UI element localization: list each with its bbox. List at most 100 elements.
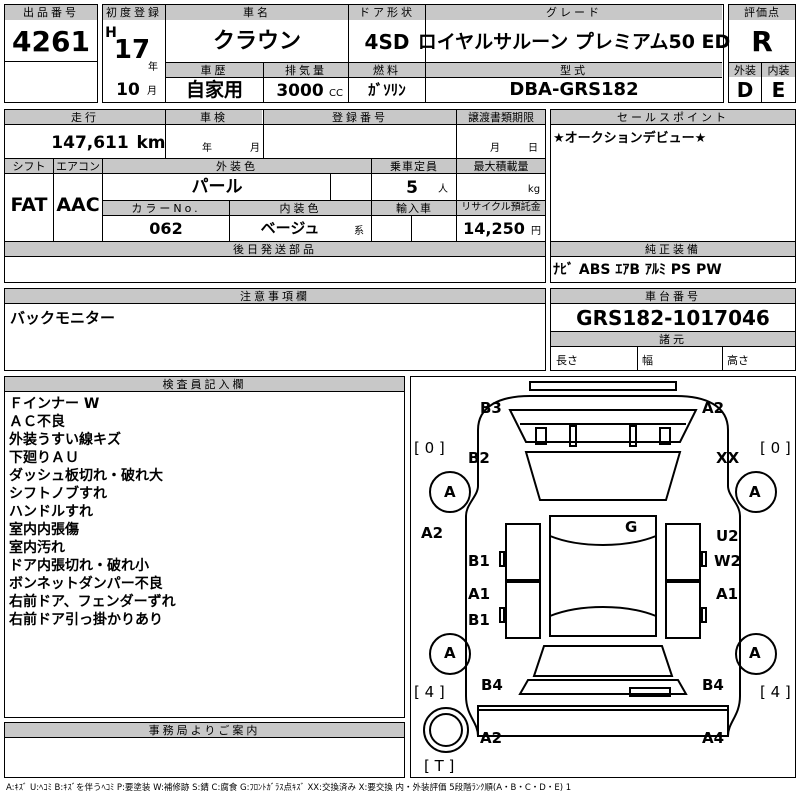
colorno-label: カラーNo. [103, 201, 229, 215]
caution-label: 注意事項欄 [5, 289, 545, 303]
dmg-b1-upper: B1 [468, 552, 490, 570]
wheel-rear-left [429, 633, 471, 675]
inspector-line: 室内内張傷 [9, 522, 79, 538]
length-label: 長さ [556, 353, 578, 367]
equip-label: 純正装備 [551, 242, 795, 256]
mileage-label: 走行 [5, 110, 165, 124]
history-label: 車歴 [166, 63, 263, 77]
bracket-spare: [ T ] [424, 757, 455, 775]
rear-bumper [477, 709, 729, 737]
inspector-line: ハンドルすれ [9, 504, 93, 520]
dmg-wheel-rr: A [749, 644, 761, 662]
roof [549, 515, 657, 637]
inspector-notes: Ｆインナー W ＡＣ不良 外装うすい線キズ 下廻りＡＵ ダッシュ板切れ・破れ大 … [9, 395, 399, 629]
inspector-line: ダッシュ板切れ・破れ大 [9, 468, 163, 484]
intcolor-unit: 系 [354, 226, 364, 237]
later-label: 後日発送部品 [5, 242, 545, 256]
car-diagram [423, 381, 777, 753]
model-value: DBA-GRS182 [509, 79, 639, 100]
dmg-a4: A4 [702, 729, 725, 747]
main-header-box [102, 4, 724, 103]
cc-label: 排気量 [264, 63, 348, 77]
int-label: 内装 [762, 63, 795, 77]
inspector-line: Ｆインナー W [9, 396, 100, 412]
caution-box [4, 288, 546, 371]
front-door-right [665, 523, 701, 581]
import-label: 輸入車 [372, 201, 456, 215]
bracket-top-right: [ 0 ] [760, 439, 791, 457]
recycle-unit: 円 [531, 226, 541, 237]
dmg-g: G [625, 518, 638, 536]
sales-label: セールスポイント [551, 110, 795, 124]
inspector-line: 外装うすい線キズ [9, 432, 121, 448]
inspector-line: ボンネットダンパー不良 [9, 576, 163, 592]
inspector-line: ＡＣ不良 [9, 414, 65, 430]
ac-value: AAC [56, 193, 100, 216]
dmg-b3: B3 [480, 399, 502, 417]
transfer-month-unit: 月 [490, 143, 500, 154]
wheel-rear-right [735, 633, 777, 675]
hood [508, 409, 698, 443]
grade-label: グレード [426, 5, 722, 20]
inspector-box [4, 376, 405, 718]
bracket-bottom-left: [ 4 ] [414, 683, 445, 701]
office-box [4, 722, 405, 778]
trunk [518, 679, 688, 695]
inspector-line: シフトノブすれ [9, 486, 107, 502]
header-section [4, 4, 796, 104]
transfer-day-unit: 日 [528, 143, 538, 154]
intcolor-label: 内装色 [230, 201, 371, 215]
color-label: 外装色 [103, 159, 371, 173]
car-body-outline [465, 395, 741, 737]
dmg-b1-lower: B1 [468, 611, 490, 629]
reg-month-unit: 月 [147, 86, 157, 97]
name-label: 車名 [166, 5, 348, 20]
chassis-box [550, 288, 796, 371]
rear-door-right [665, 581, 701, 639]
door-label: ドア形状 [349, 5, 425, 20]
sales-box [550, 109, 796, 283]
damage-legend: A:ｷｽﾞ U:ﾍｺﾐ B:ｷｽﾞを伴うﾍｺﾐ P:要塗装 W:補修跡 S:錆 … [6, 783, 572, 793]
info-box [4, 109, 546, 283]
chassis-label: 車台番号 [551, 289, 795, 303]
inspector-label: 検査員記入欄 [5, 377, 404, 391]
caution-value: バックモニター [10, 308, 116, 327]
dmg-b2: B2 [468, 449, 490, 467]
sales-value: ★オークションデビュー★ [553, 130, 707, 146]
transfer-label: 譲渡書類期限 [457, 110, 545, 124]
load-unit: kg [527, 184, 541, 195]
reg-month: 10 [116, 79, 140, 100]
score-label: 評価点 [729, 5, 795, 20]
ext-value: D [736, 78, 754, 102]
score-box [728, 4, 796, 103]
model-label: 型式 [426, 63, 722, 77]
front-door-left [505, 523, 541, 581]
colorno-value: 062 [149, 218, 183, 238]
shift-value: FAT [10, 193, 48, 216]
ext-label: 外装 [729, 63, 761, 77]
office-label: 事務局よりご案内 [5, 723, 404, 737]
height-label: 高さ [727, 353, 749, 367]
bracket-top-left: [ 0 ] [414, 439, 445, 457]
rear-door-left [505, 581, 541, 639]
rear-window [532, 645, 674, 677]
score-value: R [751, 25, 773, 58]
dmg-a2-bottom: A2 [480, 729, 503, 747]
cc-value: 3000 [276, 80, 324, 101]
inspector-line: 右前ドア引っ掛かりあり [9, 612, 163, 628]
reg-label: 初度登録 [103, 5, 165, 20]
inspector-line: 下廻りＡＵ [9, 450, 79, 466]
equip-value: ﾅﾋﾞ ABS ｴｱB ｱﾙﾐ PS PW [553, 262, 722, 278]
windshield [524, 451, 682, 501]
capacity-unit: 人 [438, 184, 448, 195]
specs-label: 諸元 [551, 332, 795, 346]
mileage-value: 147,611 [51, 132, 129, 153]
dmg-w2: W2 [714, 552, 741, 570]
dmg-u2: U2 [716, 527, 739, 545]
diagram-box [410, 376, 796, 778]
load-label: 最大積載量 [457, 159, 545, 173]
width-label: 幅 [642, 353, 653, 367]
history-value: 自家用 [185, 78, 243, 101]
bracket-bottom-right: [ 4 ] [760, 683, 791, 701]
wheel-front-right [735, 471, 777, 513]
